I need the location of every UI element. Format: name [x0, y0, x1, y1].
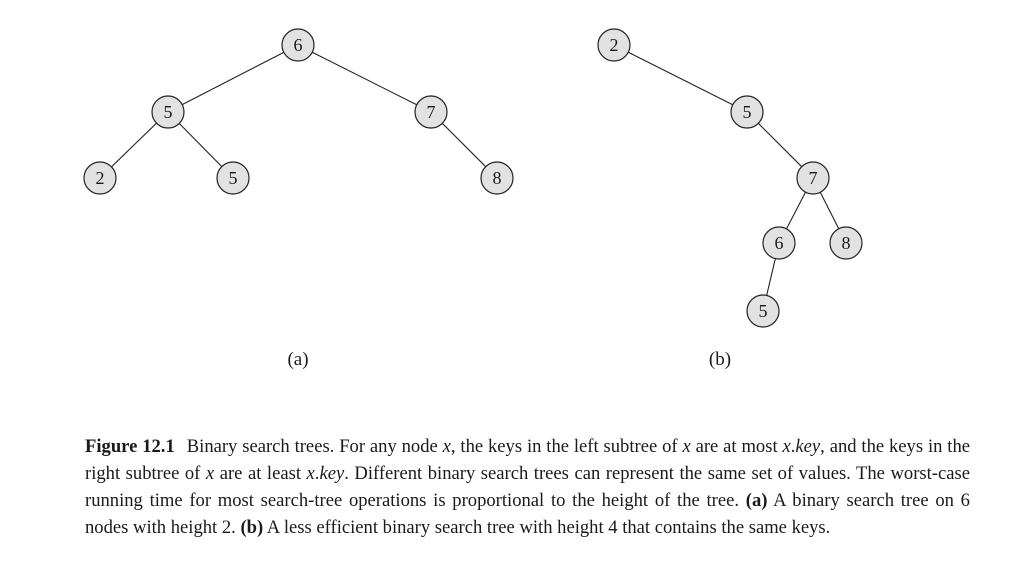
- tree-edge: [111, 122, 157, 168]
- caption-text: are at most: [690, 436, 783, 457]
- tree-node-circle: [151, 95, 185, 129]
- tree-edge: [312, 51, 417, 106]
- tree-node-key: 2: [96, 168, 105, 188]
- tree-node-circle: [216, 161, 250, 195]
- tree-a-label: (a): [287, 349, 308, 370]
- tree-node: 5: [730, 95, 764, 129]
- caption-part-a-label: (a): [745, 490, 768, 511]
- tree-node: 7: [414, 95, 448, 129]
- tree-edge: [181, 51, 285, 106]
- figure-caption: Figure 12.1 Binary search trees. For any …: [85, 433, 970, 541]
- caption-text: A binary search tree on 6 nodes with hei…: [85, 490, 970, 538]
- tree-a-nodes: 6 5 7 2 5 8: [83, 28, 514, 195]
- tree-node-circle: [796, 161, 830, 195]
- tree-node: 5: [746, 294, 780, 328]
- tree-node: 5: [151, 95, 185, 129]
- figure-number: Figure 12.1: [85, 436, 175, 457]
- tree-node-circle: [83, 161, 117, 195]
- tree-edge: [766, 258, 776, 296]
- caption-text: Binary search trees. For any node: [186, 436, 443, 457]
- tree-b-edges: [628, 51, 840, 296]
- tree-node-key: 7: [809, 168, 818, 188]
- tree-node-key: 8: [493, 168, 502, 188]
- caption-text: , and the keys in the right subtree of: [85, 436, 970, 484]
- tree-node: 6: [281, 28, 315, 62]
- caption-var-x: x: [682, 436, 691, 457]
- tree-node: 2: [83, 161, 117, 195]
- caption-dot: .: [314, 463, 320, 484]
- tree-node-key: 8: [842, 233, 851, 253]
- tree-node-key: 5: [743, 102, 752, 122]
- tree-node-circle: [281, 28, 315, 62]
- caption-text: , the keys in the left subtree of: [450, 436, 683, 457]
- tree-node-circle: [414, 95, 448, 129]
- tree-edge: [628, 51, 733, 106]
- caption-dot: .: [790, 436, 796, 457]
- tree-edge: [441, 122, 487, 168]
- tree-node-circle: [597, 28, 631, 62]
- caption-var-x: x: [782, 436, 791, 457]
- caption-var-x: x: [205, 463, 215, 484]
- tree-node-circle: [730, 95, 764, 129]
- caption-var-x: x: [442, 436, 451, 457]
- caption-text: are at least: [214, 463, 307, 484]
- tree-b-label: (b): [709, 349, 731, 370]
- caption-var-key: key: [319, 463, 345, 484]
- tree-node: 8: [829, 226, 863, 260]
- tree-node-circle: [746, 294, 780, 328]
- tree-node: 5: [216, 161, 250, 195]
- tree-node-key: 6: [294, 35, 303, 55]
- tree-edge: [819, 192, 840, 229]
- tree-a-edges: [111, 51, 487, 168]
- tree-node-key: 7: [427, 102, 436, 122]
- tree-edge: [757, 122, 803, 168]
- caption-text: A less efficient binary search tree with…: [263, 517, 831, 538]
- caption-part-b-label: (b): [240, 517, 264, 538]
- binary-search-trees-diagram: 6 5 7 2 5 8 (a) 2 5 7 6 8 5 (b): [83, 28, 863, 370]
- tree-node-circle: [480, 161, 514, 195]
- tree-node-circle: [762, 226, 796, 260]
- caption-var-x: x: [306, 463, 315, 484]
- caption-var-key: key: [795, 436, 821, 457]
- tree-node-key: 5: [759, 301, 768, 321]
- tree-node: 6: [762, 226, 796, 260]
- tree-node-key: 6: [775, 233, 784, 253]
- tree-node: 7: [796, 161, 830, 195]
- tree-edge: [785, 191, 807, 230]
- tree-edge: [178, 123, 223, 167]
- caption-text: . Different binary search trees can repr…: [85, 463, 970, 511]
- tree-node: 8: [480, 161, 514, 195]
- tree-node-key: 2: [610, 35, 619, 55]
- tree-node-key: 5: [164, 102, 173, 122]
- tree-b-nodes: 2 5 7 6 8 5: [597, 28, 863, 328]
- tree-node-circle: [829, 226, 863, 260]
- tree-a: 6 5 7 2 5 8 (a): [83, 28, 514, 370]
- tree-b: 2 5 7 6 8 5 (b): [597, 28, 863, 370]
- tree-node: 2: [597, 28, 631, 62]
- tree-node-key: 5: [229, 168, 238, 188]
